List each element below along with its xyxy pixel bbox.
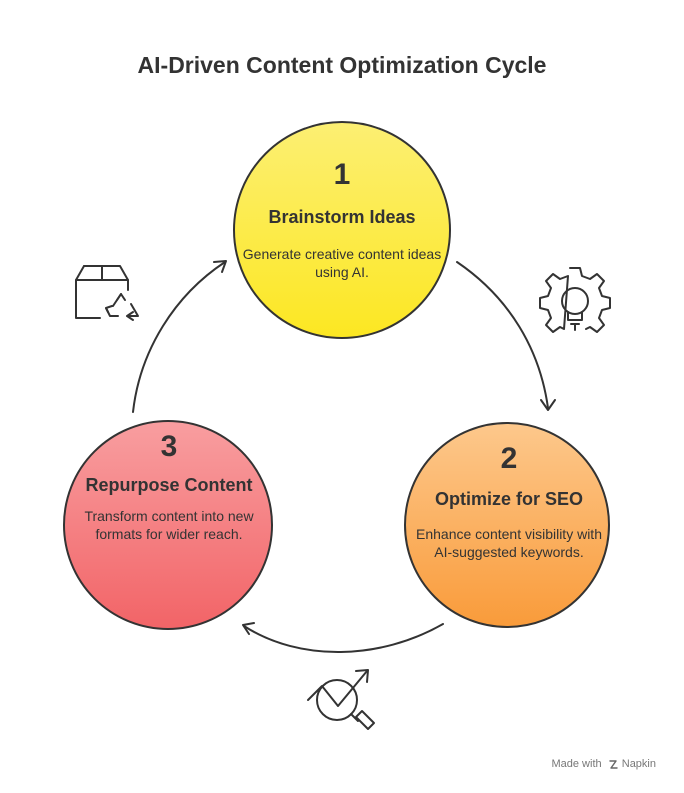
node-description: Transform content into new formats for w… <box>84 508 254 542</box>
node-brainstorm-ideas: 1 Brainstorm Ideas Generate creative con… <box>240 158 444 281</box>
magnifier-trend-icon <box>307 669 375 730</box>
arrow-repurpose-to-brainstorm <box>132 260 227 413</box>
node-description: Generate creative content ideas using AI… <box>242 246 442 280</box>
node-optimize-seo: 2 Optimize for SEO Enhance content visib… <box>412 442 606 561</box>
package-recycle-icon <box>75 265 139 321</box>
arrow-brainstorm-to-seo <box>456 261 556 411</box>
node-title: Brainstorm Ideas <box>268 207 416 227</box>
made-with-footer[interactable]: Made with Napkin <box>551 758 656 770</box>
napkin-logo-icon <box>609 760 618 769</box>
node-number: 2 <box>500 442 518 475</box>
brand-name: Napkin <box>621 758 656 770</box>
arrow-seo-to-repurpose <box>242 622 444 653</box>
node-title: Repurpose Content <box>85 475 253 495</box>
node-number: 1 <box>333 158 351 191</box>
node-number: 3 <box>160 430 178 463</box>
made-with-label: Made with <box>551 758 602 770</box>
node-title: Optimize for SEO <box>434 489 584 509</box>
node-circle-repurpose <box>63 420 273 630</box>
node-repurpose-content: 3 Repurpose Content Transform content in… <box>72 430 266 543</box>
page-title: AI-Driven Content Optimization Cycle <box>137 52 547 78</box>
node-description: Enhance content visibility with AI-sugge… <box>416 526 602 560</box>
node-circle-brainstorm <box>233 121 451 339</box>
gear-lightbulb-icon <box>539 267 611 333</box>
node-circle-seo <box>404 422 610 628</box>
